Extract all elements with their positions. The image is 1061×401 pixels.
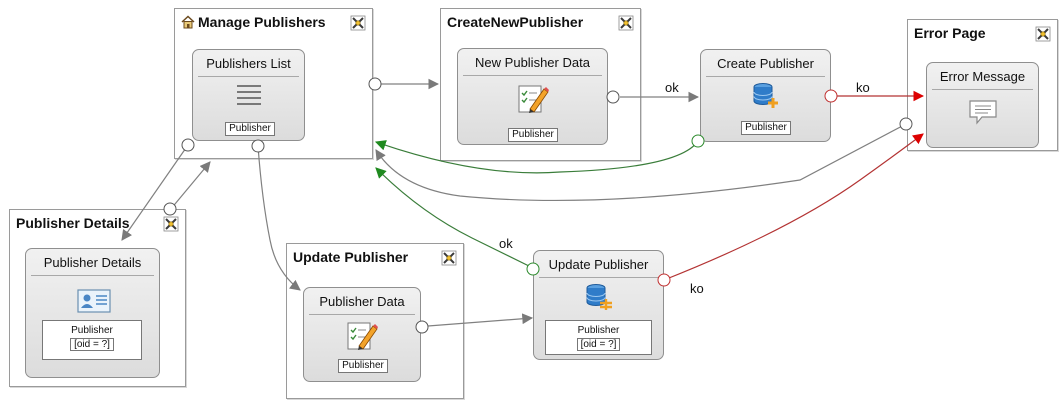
out-port[interactable]	[181, 138, 195, 152]
unit-divider	[932, 89, 1033, 90]
page-title: CreateNewPublisher	[447, 14, 583, 30]
out-port[interactable]	[163, 202, 177, 216]
entity-label: Publisher	[508, 128, 558, 142]
page-title-text: Error Page	[914, 25, 986, 41]
ko-port[interactable]	[824, 89, 838, 103]
entity-label: Publisher	[225, 122, 275, 136]
entity-label: Publisher	[577, 325, 620, 336]
link-label-ko: ko	[690, 281, 704, 296]
layout-icon[interactable]	[350, 15, 366, 31]
page-title-text: Manage Publishers	[198, 14, 326, 30]
page-title: Error Page	[914, 25, 986, 41]
unit-error-message[interactable]: Error Message	[926, 62, 1039, 148]
entry-form-icon	[518, 85, 549, 113]
selector-condition: [oid = ?]	[70, 338, 114, 351]
entity-box: Publisher [oid = ?]	[545, 320, 652, 355]
ok-port[interactable]	[526, 262, 540, 276]
entity-label: Publisher	[338, 359, 388, 373]
out-port[interactable]	[606, 90, 620, 104]
page-title: Update Publisher	[293, 249, 408, 265]
out-port[interactable]	[415, 320, 429, 334]
ko-link-update-to-error[interactable]	[663, 133, 924, 281]
page-publisher-details[interactable]: Publisher Details Publisher Details Publ…	[9, 209, 186, 387]
layout-icon[interactable]	[1035, 26, 1051, 42]
layout-icon[interactable]	[441, 250, 457, 266]
page-manage-publishers[interactable]: Manage Publishers Publishers List Publis…	[174, 8, 373, 159]
index-list-icon	[237, 85, 261, 105]
out-port[interactable]	[368, 77, 382, 91]
home-icon	[181, 15, 195, 29]
entity-label: Publisher	[741, 121, 791, 135]
unit-publisher-details[interactable]: Publisher Details Publisher [oid = ?]	[25, 248, 160, 378]
unit-publisher-data[interactable]: Publisher Data Publisher	[303, 287, 421, 382]
unit-create-publisher[interactable]: Create Publisher Publisher	[700, 49, 831, 142]
message-icon	[969, 100, 997, 125]
link-label-ko: ko	[856, 80, 870, 95]
unit-title: Create Publisher	[717, 56, 814, 71]
unit-title: Publisher Data	[319, 294, 405, 309]
unit-title: New Publisher Data	[475, 55, 590, 70]
entry-form-icon	[347, 322, 378, 350]
link-label-ok: ok	[499, 236, 513, 251]
out-port[interactable]	[251, 139, 265, 153]
page-title-text: Update Publisher	[293, 249, 409, 265]
unit-divider	[463, 75, 602, 76]
unit-title: Update Publisher	[548, 257, 649, 272]
link-label-ok: ok	[665, 80, 679, 95]
page-title: Manage Publishers	[181, 14, 326, 30]
page-title-text: Publisher Details	[16, 215, 130, 231]
ok-port[interactable]	[691, 134, 705, 148]
unit-title: Publishers List	[206, 56, 291, 71]
unit-divider	[539, 277, 658, 278]
page-error[interactable]: Error Page Error Message	[907, 19, 1058, 151]
out-port[interactable]	[899, 117, 913, 131]
create-database-icon	[753, 83, 778, 108]
ko-port[interactable]	[657, 273, 671, 287]
unit-divider	[198, 76, 299, 77]
page-update-publisher[interactable]: Update Publisher Publisher Data Publishe…	[286, 243, 464, 399]
page-title-text: CreateNewPublisher	[447, 14, 584, 30]
link-details-to-manage[interactable]	[169, 161, 211, 211]
modify-database-icon	[586, 284, 612, 310]
entity-box: Publisher [oid = ?]	[42, 320, 142, 360]
entity-label: Publisher	[71, 325, 113, 336]
unit-title: Publisher Details	[43, 255, 142, 270]
unit-publishers-list[interactable]: Publishers List Publisher	[192, 49, 305, 141]
selector-condition: [oid = ?]	[576, 338, 621, 351]
unit-divider	[31, 275, 154, 276]
unit-title: Error Message	[939, 69, 1026, 84]
unit-divider	[706, 76, 825, 77]
data-card-icon	[77, 289, 111, 313]
unit-divider	[309, 314, 415, 315]
layout-icon[interactable]	[163, 216, 179, 232]
unit-update-publisher[interactable]: Update Publisher Publisher [oid = ?]	[533, 250, 664, 360]
unit-new-publisher-data[interactable]: New Publisher Data Publisher	[457, 48, 608, 145]
page-title: Publisher Details	[16, 215, 130, 231]
page-create-new-publisher[interactable]: CreateNewPublisher New Publisher Data Pu…	[440, 8, 641, 161]
layout-icon[interactable]	[618, 15, 634, 31]
